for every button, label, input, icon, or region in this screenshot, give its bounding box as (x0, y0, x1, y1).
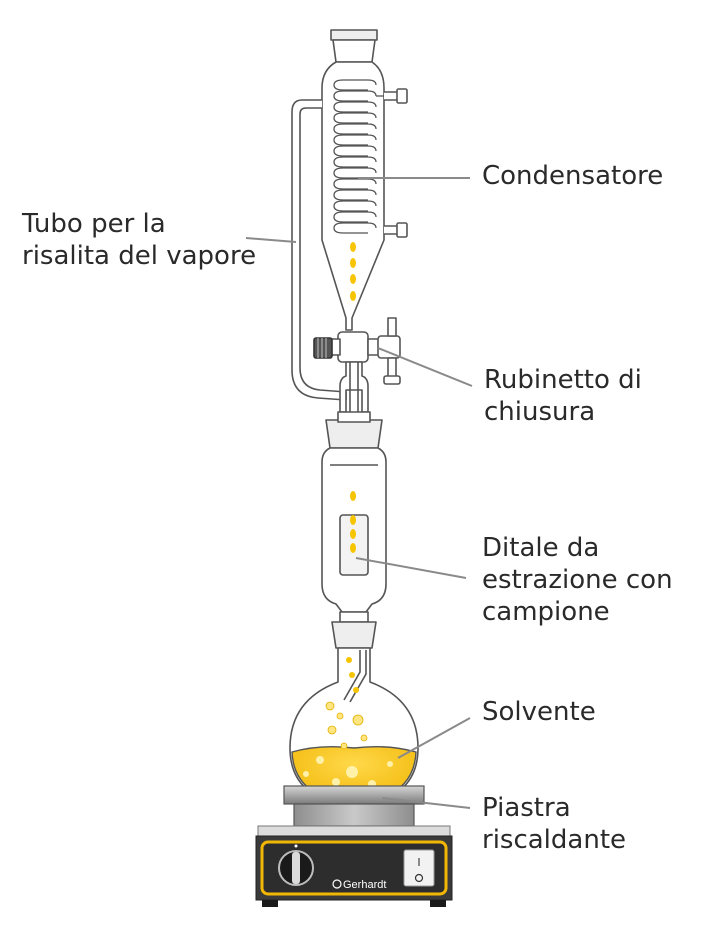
label-hotplate: Piastra riscaldante (482, 793, 627, 855)
solvent-bubble (332, 778, 340, 786)
label-condenser: Condensatore (482, 161, 664, 191)
leader-thimble (355, 557, 467, 579)
brand-text: Gerhardt (343, 879, 386, 891)
condenser-coil (333, 79, 384, 234)
solvent-droplets (303, 242, 393, 788)
hotplate-dial-knob[interactable] (278, 844, 314, 886)
solvent-drop (350, 529, 356, 539)
solvent-drop (350, 274, 356, 284)
solvent-bubble (336, 712, 344, 720)
solvent-drop (349, 672, 355, 678)
solvent-bubble (303, 771, 309, 777)
solvent-bubble (327, 725, 337, 735)
solvent-drop (350, 258, 356, 268)
gerhardt-logo: Gerhardt (332, 879, 386, 891)
leader-hotplate (381, 797, 471, 809)
leader-vapour-tube (245, 237, 297, 243)
condenser-body (321, 61, 408, 331)
solvent-bubble (346, 766, 358, 778)
condenser-water-inlet (384, 222, 408, 238)
leader-lines (245, 177, 473, 809)
solvent-drop (353, 687, 359, 693)
solvent-drop (346, 657, 352, 663)
switch-on-mark: I (417, 856, 420, 869)
solvent-drop (350, 543, 356, 553)
solvent-drop (350, 291, 356, 301)
label-solvent: Solvente (482, 697, 596, 727)
extractor-bottom-joint (331, 611, 377, 649)
solvent-bubble (387, 761, 393, 767)
coil-turns (333, 79, 377, 234)
stopcock-stem (339, 361, 369, 413)
solvent-bubble (352, 714, 364, 726)
solvent-bubble (360, 734, 368, 742)
solvent-drop (350, 491, 356, 501)
label-thimble: Ditale da estrazione con campione (482, 533, 673, 627)
condenser-water-outlet (384, 88, 408, 104)
hotplate: Gerhardt I (255, 785, 453, 907)
label-stopcock: Rubinetto di chiusura (484, 365, 642, 427)
solvent-bubble (340, 742, 348, 750)
leader-solvent (397, 717, 471, 759)
solvent-bubble (316, 756, 324, 764)
solvent-drop (350, 515, 356, 525)
condenser-top-joint (330, 29, 378, 63)
extractor-top-joint (325, 411, 383, 449)
label-vapour-tube: Tubo per la risalita del vapore (22, 209, 257, 271)
power-switch[interactable]: I (403, 849, 435, 887)
solvent-bubble (325, 701, 335, 711)
leader-stopcock (377, 347, 473, 387)
solvent-drop (350, 242, 356, 252)
